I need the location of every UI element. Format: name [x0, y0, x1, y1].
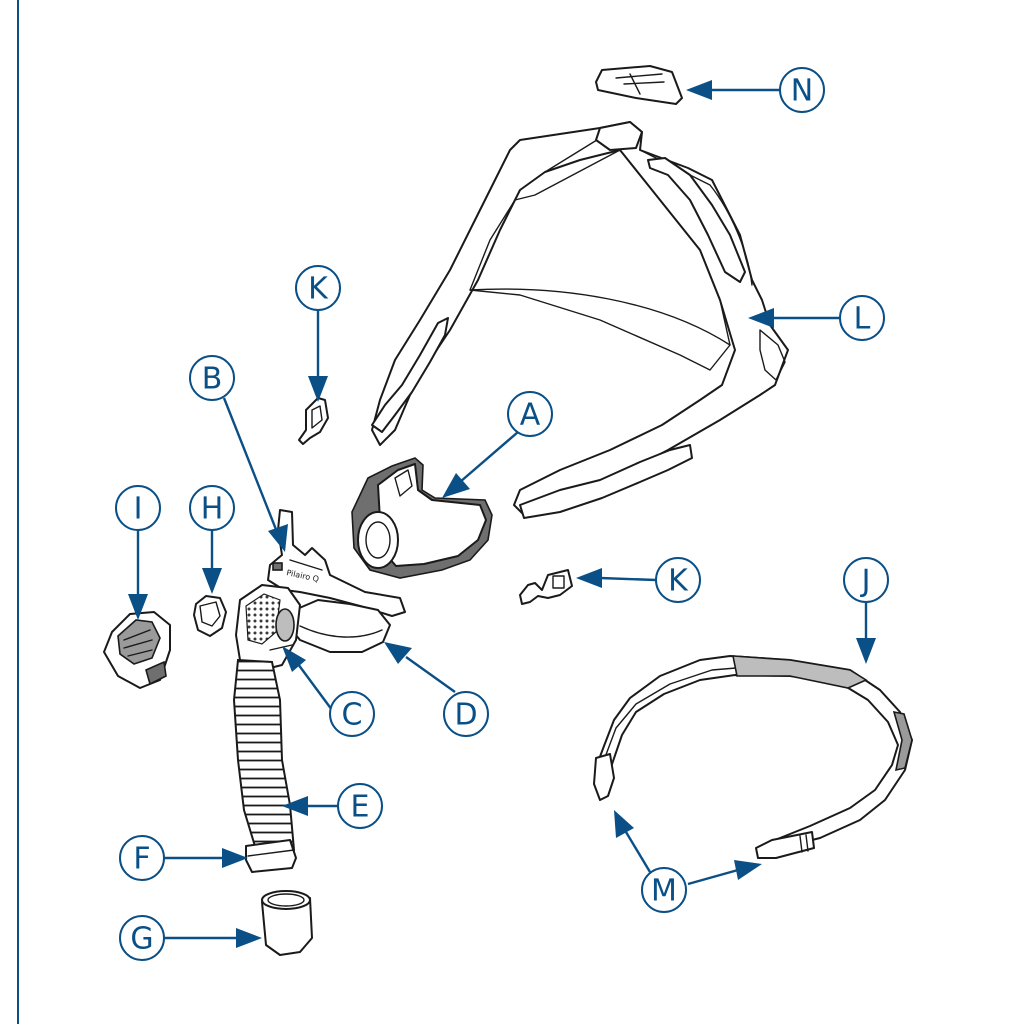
part-j-headband [593, 655, 913, 859]
part-k-hook-upper [298, 397, 329, 445]
callout-f-label: F [133, 842, 150, 877]
callout-h: H [189, 485, 235, 531]
callout-f: F [119, 835, 165, 881]
callout-a-label: A [520, 398, 541, 433]
callout-a: A [507, 391, 553, 437]
callout-g-label: G [130, 922, 153, 957]
callout-n-label: N [791, 74, 813, 109]
part-g-sleeve [261, 890, 313, 956]
part-k-hook-lower [519, 569, 573, 605]
callout-k-lower-label: K [668, 564, 689, 599]
part-a-cushion [351, 457, 493, 579]
callout-leaders [128, 80, 876, 948]
callout-c: C [329, 691, 375, 737]
part-i-elbow-cap [103, 611, 171, 689]
callout-e-label: E [351, 790, 370, 825]
part-b-frame: Pilairo Q [267, 509, 406, 617]
callout-b: B [189, 355, 235, 401]
callout-d-label: D [454, 698, 477, 733]
callout-m: M [641, 867, 687, 913]
part-f-swivel [245, 839, 297, 873]
callout-i-label: I [134, 492, 143, 527]
callout-l-label: L [854, 302, 871, 337]
callout-k-upper-label: K [308, 272, 329, 307]
callout-l: L [839, 295, 885, 341]
callout-b-label: B [202, 362, 223, 397]
callout-d: D [443, 691, 489, 737]
callout-c-label: C [342, 698, 363, 733]
callout-j-label: J [860, 564, 871, 599]
callout-e: E [337, 783, 383, 829]
callout-j: J [843, 557, 889, 603]
callout-k-lower: K [655, 557, 701, 603]
callout-g: G [119, 915, 165, 961]
callout-m-label: M [651, 874, 677, 909]
part-l-headgear [371, 121, 789, 519]
part-n-clip [595, 65, 683, 105]
callout-k-upper: K [295, 265, 341, 311]
part-e-tube [232, 658, 296, 858]
callout-n: N [779, 67, 825, 113]
callout-i: I [115, 485, 161, 531]
part-h-cap [193, 595, 227, 637]
callout-h-label: H [201, 492, 224, 527]
